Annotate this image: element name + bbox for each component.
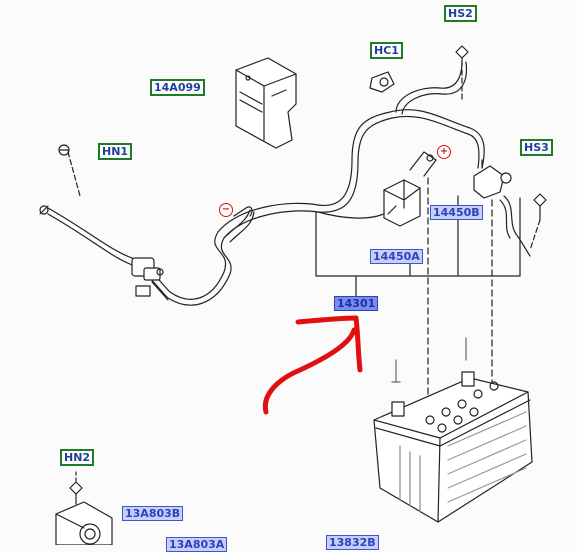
connector-cluster-left — [131, 257, 169, 301]
leader-hn1 — [67, 151, 81, 197]
bolt-hs3 — [533, 193, 547, 221]
label-14450a[interactable]: 14450A — [370, 249, 423, 264]
label-13832b[interactable]: 13832B — [326, 535, 379, 550]
negative-terminal-icon: − — [219, 203, 233, 217]
label-14450b[interactable]: 14450B — [430, 205, 483, 220]
clamp-14450b — [473, 159, 531, 257]
bracket-13a803b — [55, 501, 113, 545]
label-14301[interactable]: 14301 — [334, 296, 379, 311]
left-eyelet — [39, 205, 49, 215]
bolt-hs2 — [455, 45, 469, 67]
label-14a099[interactable]: 14A099 — [150, 79, 205, 96]
label-hn1[interactable]: HN1 — [98, 143, 133, 160]
label-hn2[interactable]: HN2 — [60, 449, 95, 466]
battery — [373, 371, 533, 523]
annotation-arrow — [262, 315, 363, 415]
bolt-hn1 — [58, 144, 70, 156]
label-hc1[interactable]: HC1 — [370, 42, 403, 59]
upper-cable — [395, 61, 463, 113]
bracket-14450a — [383, 151, 437, 227]
positive-terminal-icon: + — [437, 145, 451, 159]
clip-hc1 — [369, 71, 395, 93]
post-leader-left — [391, 359, 401, 383]
module-14a099 — [235, 57, 297, 149]
bolt-hn2 — [69, 481, 83, 505]
label-hs3[interactable]: HS3 — [520, 139, 553, 156]
label-13a803b[interactable]: 13A803B — [122, 506, 184, 521]
label-hs2[interactable]: HS2 — [444, 5, 477, 22]
negative-lead-end — [233, 206, 253, 217]
